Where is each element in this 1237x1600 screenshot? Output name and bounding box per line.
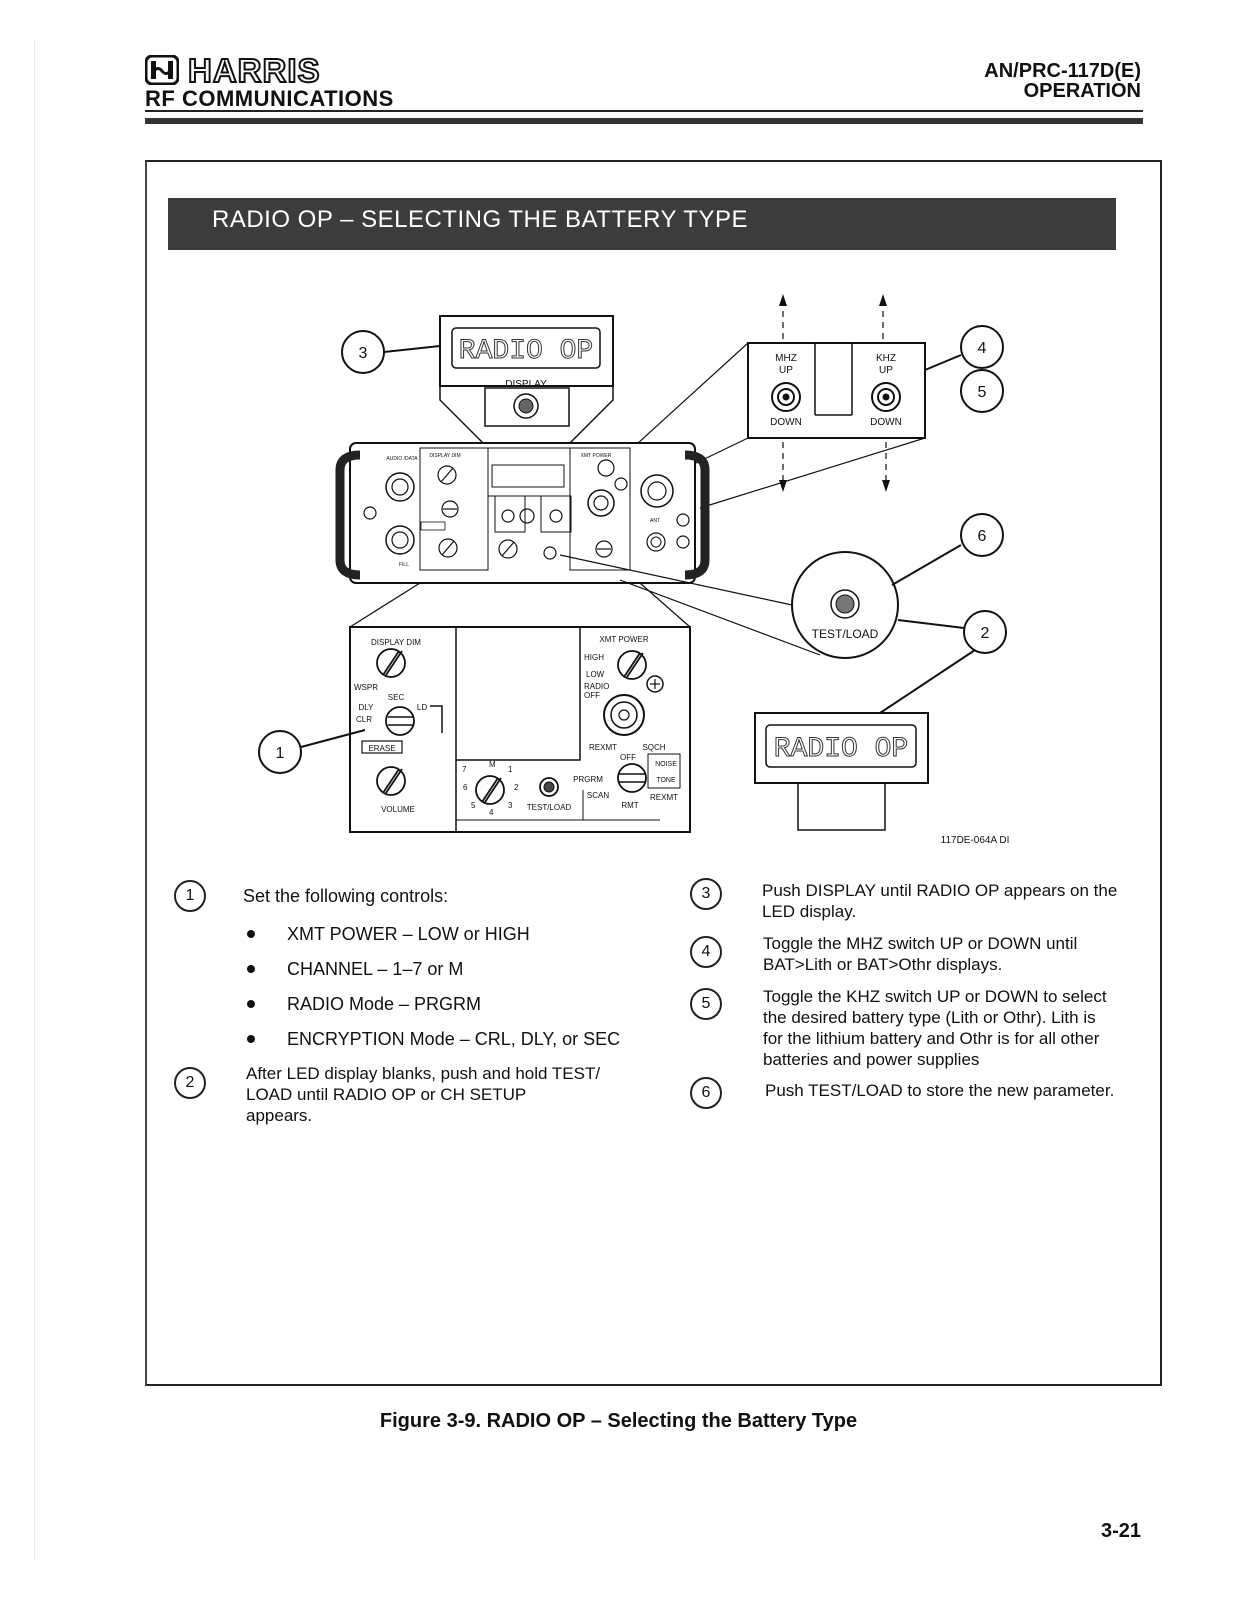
svg-text:CLR: CLR xyxy=(356,715,372,724)
step-1-bullet-4: ENCRYPTION Mode – CRL, DLY, or SEC xyxy=(287,1029,621,1049)
svg-text:FILL: FILL xyxy=(399,562,409,568)
svg-text:4: 4 xyxy=(978,340,987,357)
scan-edge-line xyxy=(34,40,35,1560)
svg-text:1: 1 xyxy=(508,765,513,774)
svg-text:6: 6 xyxy=(463,783,468,792)
svg-text:MHZ: MHZ xyxy=(775,353,797,364)
svg-text:DOWN: DOWN xyxy=(870,417,902,428)
svg-text:UP: UP xyxy=(879,365,893,376)
svg-text:XMT POWER: XMT POWER xyxy=(581,453,612,459)
step-2-number: 2 xyxy=(174,1067,206,1099)
svg-text:HIGH: HIGH xyxy=(584,653,604,662)
step-1-bullet-1: XMT POWER – LOW or HIGH xyxy=(287,924,530,944)
svg-text:OFF: OFF xyxy=(584,691,600,700)
svg-text:LOW: LOW xyxy=(586,670,605,679)
display-top-readout: RADIO OP xyxy=(459,336,593,367)
svg-text:ANT: ANT xyxy=(650,518,660,524)
step-3-text: Push DISPLAY until RADIO OP appears on t… xyxy=(762,881,1118,921)
svg-text:REXMT: REXMT xyxy=(650,793,678,802)
svg-text:RADIO: RADIO xyxy=(584,682,609,691)
svg-text:7: 7 xyxy=(462,765,467,774)
svg-text:TEST/LOAD: TEST/LOAD xyxy=(527,803,572,812)
svg-text:NOISE: NOISE xyxy=(655,761,677,768)
svg-text:SEC: SEC xyxy=(388,693,405,702)
test-load-callout-group: TEST/LOAD 6 xyxy=(559,513,1004,659)
figure-caption: Figure 3-9. RADIO OP – Selecting the Bat… xyxy=(379,1410,858,1432)
step-5-number: 5 xyxy=(690,988,722,1020)
svg-text:DISPLAY DIM: DISPLAY DIM xyxy=(429,453,460,459)
step-3-number: 3 xyxy=(690,878,722,910)
svg-text:OFF: OFF xyxy=(620,753,636,762)
step-1-number: 1 xyxy=(174,880,206,912)
document-model: AN/PRC-117D(E) xyxy=(984,60,1141,82)
svg-text:5: 5 xyxy=(978,384,987,401)
svg-text:TONE: TONE xyxy=(656,777,676,784)
svg-text:DOWN: DOWN xyxy=(770,417,802,428)
display-callout-group: 3 RADIO OP DISPLAY xyxy=(341,315,614,446)
step-2-text: After LED display blanks, push and hold … xyxy=(246,1064,601,1125)
svg-text:ERASE: ERASE xyxy=(368,744,395,753)
svg-text:5: 5 xyxy=(471,801,476,810)
svg-text:4: 4 xyxy=(489,808,494,817)
enlarged-control-panel: DISPLAY DIM WSPR SEC DLY CLR LD ERASE VO… xyxy=(258,582,691,833)
step-4-number: 4 xyxy=(690,936,722,968)
svg-text:1: 1 xyxy=(276,745,285,762)
bullet-dot xyxy=(247,1035,255,1043)
brand-name: HARRIS xyxy=(187,51,321,90)
svg-text:PRGRM: PRGRM xyxy=(573,775,603,784)
bullet-dot xyxy=(247,965,255,973)
bullet-dot xyxy=(247,1000,255,1008)
step-5-text: Toggle the KHZ switch UP or DOWN to sele… xyxy=(763,987,1107,1069)
svg-text:3: 3 xyxy=(508,801,513,810)
svg-text:VOLUME: VOLUME xyxy=(381,805,415,814)
figure-ref-code: 117DE-064A DI xyxy=(941,835,1010,846)
step-6-text: Push TEST/LOAD to store the new paramete… xyxy=(765,1081,1115,1100)
callout-3: 3 xyxy=(359,345,368,362)
document-section: OPERATION xyxy=(1023,80,1141,102)
brand-subtitle: RF COMMUNICATIONS xyxy=(145,86,394,111)
bottom-display-callout-group: 2 RADIO OP 117DE-064A DI xyxy=(754,610,1010,846)
svg-text:XMT POWER: XMT POWER xyxy=(599,635,648,644)
radio-front-panel: AUDIO /DATA FILL DISPLAY DIM XMT POWER A… xyxy=(335,442,710,584)
svg-text:LD: LD xyxy=(417,703,427,712)
svg-text:6: 6 xyxy=(978,528,987,545)
test-load-label: TEST/LOAD xyxy=(812,627,879,641)
svg-text:AUDIO /DATA: AUDIO /DATA xyxy=(386,456,418,462)
svg-text:REXMT: REXMT xyxy=(589,743,617,752)
figure-banner xyxy=(168,198,1116,250)
step-1-bullet-2: CHANNEL – 1–7 or M xyxy=(287,959,464,979)
svg-text:UP: UP xyxy=(779,365,793,376)
bullet-dot xyxy=(247,930,255,938)
svg-text:2: 2 xyxy=(514,783,519,792)
svg-text:RMT: RMT xyxy=(621,801,638,810)
step-1-text: Set the following controls: xyxy=(243,886,449,906)
display-bottom-readout: RADIO OP xyxy=(774,734,908,765)
header-rule xyxy=(145,110,1143,112)
svg-text:M: M xyxy=(489,760,496,769)
svg-text:DLY: DLY xyxy=(359,703,375,712)
svg-text:KHZ: KHZ xyxy=(876,353,896,364)
svg-text:DISPLAY DIM: DISPLAY DIM xyxy=(371,638,421,647)
svg-text:2: 2 xyxy=(981,625,990,642)
step-1-bullet-3: RADIO Mode – PRGRM xyxy=(287,994,482,1014)
harris-logo-icon xyxy=(145,55,179,85)
step-6-number: 6 xyxy=(690,1077,722,1109)
display-label: DISPLAY xyxy=(505,379,547,390)
radio-diagram: 3 RADIO OP DISPLAY MHZ UP KHZ UP DOWN DO… xyxy=(258,294,1010,846)
svg-text:SCAN: SCAN xyxy=(587,791,609,800)
svg-text:WSPR: WSPR xyxy=(354,683,378,692)
step-4-text: Toggle the MHZ switch UP or DOWN until B… xyxy=(763,934,1078,974)
figure-banner-title: RADIO OP – SELECTING THE BATTERY TYPE xyxy=(212,206,748,233)
page-number: 3-21 xyxy=(1100,1520,1141,1542)
header-rule-thick xyxy=(145,118,1143,124)
figure-frame xyxy=(145,160,1162,1386)
svg-text:SQCH: SQCH xyxy=(642,743,665,752)
